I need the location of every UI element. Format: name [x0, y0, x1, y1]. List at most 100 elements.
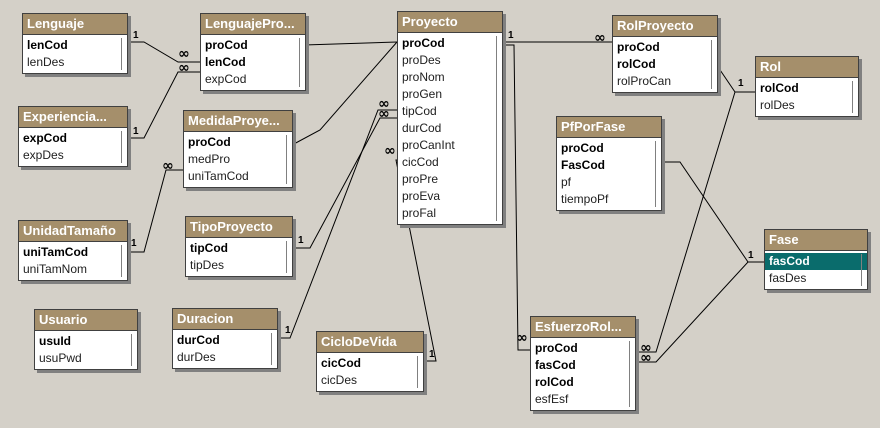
table-title[interactable]: RolProyecto	[613, 16, 717, 37]
field-list[interactable]: expCod expDes	[19, 128, 127, 166]
field-unitamcod[interactable]: uniTamCod	[188, 169, 249, 183]
field-list[interactable]: proCod medPro uniTamCod	[184, 132, 292, 187]
field-ciccod[interactable]: cicCod	[402, 155, 439, 169]
relationship-line[interactable]	[634, 91, 755, 353]
table-proyecto[interactable]: Proyecto proCod proDes proNom proGen tipCod du…	[397, 11, 503, 225]
table-title[interactable]: MedidaProye...	[184, 111, 292, 132]
table-title[interactable]: Proyecto	[398, 12, 502, 33]
table-title[interactable]: CicloDeVida	[317, 332, 423, 353]
relationship-line[interactable]	[502, 44, 530, 351]
field-rolcod[interactable]: rolCod	[760, 81, 799, 95]
field-proeva[interactable]: proEva	[402, 189, 441, 203]
field-usupwd[interactable]: usuPwd	[39, 351, 82, 365]
field-lencod[interactable]: lenCod	[27, 38, 68, 52]
relationship-line[interactable]	[634, 261, 764, 363]
table-lenguajepro[interactable]: LenguajePro... proCod lenCod expCod	[200, 13, 306, 91]
field-durcod[interactable]: durCod	[177, 333, 220, 347]
table-rolproyecto[interactable]: RolProyecto proCod rolCod rolProCan	[612, 15, 718, 93]
field-pronom[interactable]: proNom	[402, 70, 445, 84]
field-procod[interactable]: proCod	[402, 36, 445, 50]
field-list[interactable]: proCod lenCod expCod	[201, 35, 305, 90]
table-title[interactable]: Lenguaje	[23, 14, 127, 35]
field-list[interactable]: usuId usuPwd	[35, 331, 137, 369]
field-pf[interactable]: pf	[561, 175, 572, 189]
table-title[interactable]: TipoProyecto	[186, 217, 292, 238]
field-list[interactable]: tipCod tipDes	[186, 238, 292, 276]
field-rolprocan[interactable]: rolProCan	[617, 74, 672, 88]
field-expcod[interactable]: expCod	[23, 131, 68, 145]
field-lencod[interactable]: lenCod	[205, 55, 246, 69]
table-title[interactable]: Duracion	[173, 309, 277, 330]
field-durcod[interactable]: durCod	[402, 121, 442, 135]
field-procanint[interactable]: proCanInt	[402, 138, 455, 152]
field-procod[interactable]: proCod	[535, 341, 578, 355]
field-list[interactable]: proCod proDes proNom proGen tipCod durCod proC…	[398, 33, 502, 224]
table-title[interactable]: Fase	[765, 230, 867, 251]
table-esfuerzorol[interactable]: EsfuerzoRol... proCod fasCod rolCod esfEsf	[530, 316, 636, 411]
table-title[interactable]: Rol	[756, 57, 858, 78]
field-profal[interactable]: proFal	[402, 206, 437, 220]
field-ciccod[interactable]: cicCod	[321, 356, 362, 370]
table-lenguaje[interactable]: Lenguaje lenCod lenDes	[22, 13, 128, 74]
table-title[interactable]: Usuario	[35, 310, 137, 331]
field-progen[interactable]: proGen	[402, 87, 443, 101]
field-list[interactable]: uniTamCod uniTamNom	[19, 242, 127, 280]
relationship-line[interactable]	[715, 63, 755, 93]
table-title[interactable]: EsfuerzoRol...	[531, 317, 635, 338]
relationship-line[interactable]	[395, 159, 437, 362]
table-duracion[interactable]: Duracion durCod durDes	[172, 308, 278, 369]
table-usuario[interactable]: Usuario usuId usuPwd	[34, 309, 138, 370]
field-lendes[interactable]: lenDes	[27, 55, 65, 69]
table-unidadtamano[interactable]: UnidadTamaño uniTamCod uniTamNom	[18, 220, 128, 281]
field-rolcod[interactable]: rolCod	[617, 57, 656, 71]
field-fascod[interactable]: fasCod	[765, 253, 867, 270]
field-list[interactable]: rolCod rolDes	[756, 78, 858, 116]
field-durdes[interactable]: durDes	[177, 350, 216, 364]
field-prodes[interactable]: proDes	[402, 53, 441, 67]
field-tipcod[interactable]: tipCod	[402, 104, 437, 118]
field-roldes[interactable]: rolDes	[760, 98, 795, 112]
field-tipdes[interactable]: tipDes	[190, 258, 225, 272]
relationship-line[interactable]	[291, 41, 398, 146]
field-propre[interactable]: proPre	[402, 172, 439, 186]
field-usuid[interactable]: usuId	[39, 334, 71, 348]
field-fasdes[interactable]: fasDes	[769, 271, 807, 285]
field-list[interactable]: lenCod lenDes	[23, 35, 127, 73]
field-list[interactable]: proCod fasCod rolCod esfEsf	[531, 338, 635, 410]
table-title[interactable]: LenguajePro...	[201, 14, 305, 35]
field-fascod[interactable]: FasCod	[561, 158, 606, 172]
field-procod[interactable]: proCod	[561, 141, 604, 155]
relationship-line[interactable]	[127, 71, 200, 139]
table-title[interactable]: Experiencia...	[19, 107, 127, 128]
field-fascod[interactable]: fasCod	[535, 358, 576, 372]
field-tiempopf[interactable]: tiempoPf	[561, 192, 609, 206]
field-procod[interactable]: proCod	[205, 38, 248, 52]
table-ciclodevida[interactable]: CicloDeVida cicCod cicDes	[316, 331, 424, 392]
field-unitamcod[interactable]: uniTamCod	[23, 245, 89, 259]
table-rol[interactable]: Rol rolCod rolDes	[755, 56, 859, 117]
field-expcod[interactable]: expCod	[205, 72, 247, 86]
field-unitamnom[interactable]: uniTamNom	[23, 262, 88, 276]
relationship-line[interactable]	[277, 109, 397, 339]
field-expdes[interactable]: expDes	[23, 148, 64, 162]
table-tipoproyecto[interactable]: TipoProyecto tipCod tipDes	[185, 216, 293, 277]
field-list[interactable]: proCod rolCod rolProCan	[613, 37, 717, 92]
field-cicdes[interactable]: cicDes	[321, 373, 358, 387]
field-medpro[interactable]: medPro	[188, 152, 231, 166]
field-procod[interactable]: proCod	[617, 40, 660, 54]
relationship-line[interactable]	[127, 41, 200, 63]
field-procod[interactable]: proCod	[188, 135, 231, 149]
relationship-line[interactable]	[292, 117, 397, 249]
table-medidaproye[interactable]: MedidaProye... proCod medPro uniTamCod	[183, 110, 293, 188]
table-title[interactable]: UnidadTamaño	[19, 221, 127, 242]
field-rolcod[interactable]: rolCod	[535, 375, 574, 389]
relationship-line[interactable]	[127, 169, 183, 253]
field-tipcod[interactable]: tipCod	[190, 241, 228, 255]
table-experiencia[interactable]: Experiencia... expCod expDes	[18, 106, 128, 167]
relationship-line[interactable]	[660, 161, 764, 263]
field-esfesf[interactable]: esfEsf	[535, 392, 569, 406]
